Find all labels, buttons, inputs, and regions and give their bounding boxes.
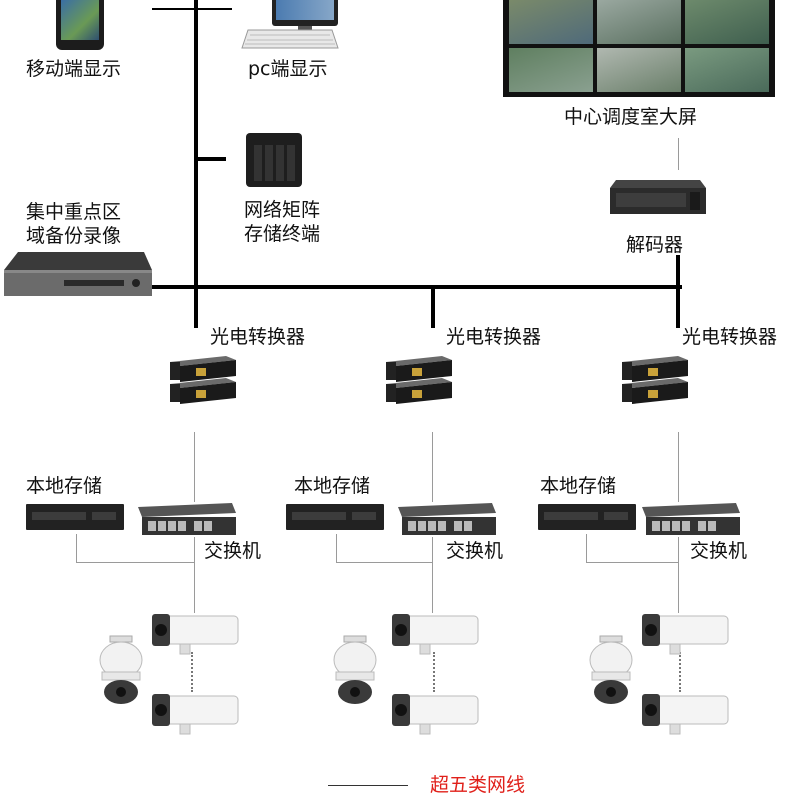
ptz-dome-camera-image xyxy=(589,635,633,704)
local-storage-label-1: 本地存储 xyxy=(26,475,103,497)
network-switch-image xyxy=(138,503,236,535)
pc-monitor-image xyxy=(272,0,338,26)
local-storage-label-3: 本地存储 xyxy=(540,475,617,497)
central-nvr-label-line2: 域备份录像 xyxy=(26,225,122,247)
bullet-camera-image xyxy=(642,694,729,735)
media-converter-image xyxy=(170,356,236,404)
camera-chain-dotted-3 xyxy=(679,652,681,692)
storage-link-h-1 xyxy=(76,562,194,563)
storage-link-v-1 xyxy=(76,534,77,562)
bullet-camera-image xyxy=(392,694,479,735)
pc-display-label: pc端显示 xyxy=(248,58,328,80)
ptz-dome-camera-image xyxy=(333,635,377,704)
local-storage-label-2: 本地存储 xyxy=(294,475,371,497)
network-switch-image xyxy=(642,503,740,535)
converter-switch-line-3 xyxy=(678,432,679,502)
local-storage-nvr-image xyxy=(538,504,636,530)
switch-label-2: 交换机 xyxy=(446,540,504,562)
right-drop-line xyxy=(676,255,680,328)
video-tile xyxy=(685,0,769,44)
nas-bay xyxy=(254,145,262,181)
middle-drop-line xyxy=(431,285,435,328)
bullet-camera-image xyxy=(152,694,239,735)
switch-label-1: 交换机 xyxy=(204,540,262,562)
nas-bay xyxy=(265,145,273,181)
media-converter-image xyxy=(622,356,688,404)
pc-screen xyxy=(276,0,334,20)
converter-label-2: 光电转换器 xyxy=(446,326,542,348)
storage-link-h-3 xyxy=(586,562,678,563)
nas-bay xyxy=(276,145,284,181)
nas-label-line2: 存储终端 xyxy=(244,223,321,245)
media-converter-image xyxy=(386,356,452,404)
video-tile xyxy=(509,0,593,44)
central-nvr-image xyxy=(4,252,152,296)
mobile-phone-image xyxy=(56,0,104,50)
decoder-image xyxy=(610,180,706,214)
camera-chain-dotted-1 xyxy=(191,652,193,692)
main-trunk-vertical xyxy=(194,0,198,328)
control-room-screen-label: 中心调度室大屏 xyxy=(564,106,698,128)
ptz-dome-camera-image xyxy=(99,635,143,704)
decoder-label: 解码器 xyxy=(626,234,684,256)
video-tile xyxy=(597,48,681,92)
converter-switch-line-1 xyxy=(194,432,195,502)
nas-bay xyxy=(287,145,295,181)
bullet-camera-image xyxy=(392,614,479,655)
pc-stand xyxy=(298,26,312,32)
network-switch-image xyxy=(398,503,496,535)
converter-switch-line-2 xyxy=(432,432,433,502)
storage-link-v-3 xyxy=(586,534,587,562)
converter-label-3: 光电转换器 xyxy=(682,326,778,348)
video-tile xyxy=(685,48,769,92)
decoder-screen-line xyxy=(678,138,679,170)
bullet-camera-image xyxy=(642,614,729,655)
nas-label-line1: 网络矩阵 xyxy=(244,199,321,221)
mobile-display-label: 移动端显示 xyxy=(26,58,122,80)
central-nvr-label-line1: 集中重点区 xyxy=(26,201,122,223)
switch-camera-line-2 xyxy=(432,537,433,613)
nas-storage-image xyxy=(246,133,302,187)
nas-branch-line xyxy=(194,157,226,161)
switch-label-3: 交换机 xyxy=(690,540,748,562)
phone-screen xyxy=(61,0,99,40)
video-tile xyxy=(509,48,593,92)
top-stub-line xyxy=(152,8,232,10)
legend-cable-label: 超五类网线 xyxy=(430,774,526,796)
switch-camera-line-3 xyxy=(678,537,679,613)
switch-camera-line-1 xyxy=(194,537,195,613)
pc-keyboard-image xyxy=(241,29,339,49)
camera-chain-dotted-2 xyxy=(433,652,435,692)
local-storage-nvr-image xyxy=(286,504,384,530)
main-bus-horizontal xyxy=(150,285,682,289)
storage-link-v-2 xyxy=(336,534,337,562)
local-storage-nvr-image xyxy=(26,504,124,530)
storage-link-h-2 xyxy=(336,562,432,563)
bullet-camera-image xyxy=(152,614,239,655)
video-wall-screen-image xyxy=(503,0,775,97)
converter-label-1: 光电转换器 xyxy=(210,326,306,348)
video-tile xyxy=(597,0,681,44)
legend-line-sample xyxy=(328,785,408,786)
